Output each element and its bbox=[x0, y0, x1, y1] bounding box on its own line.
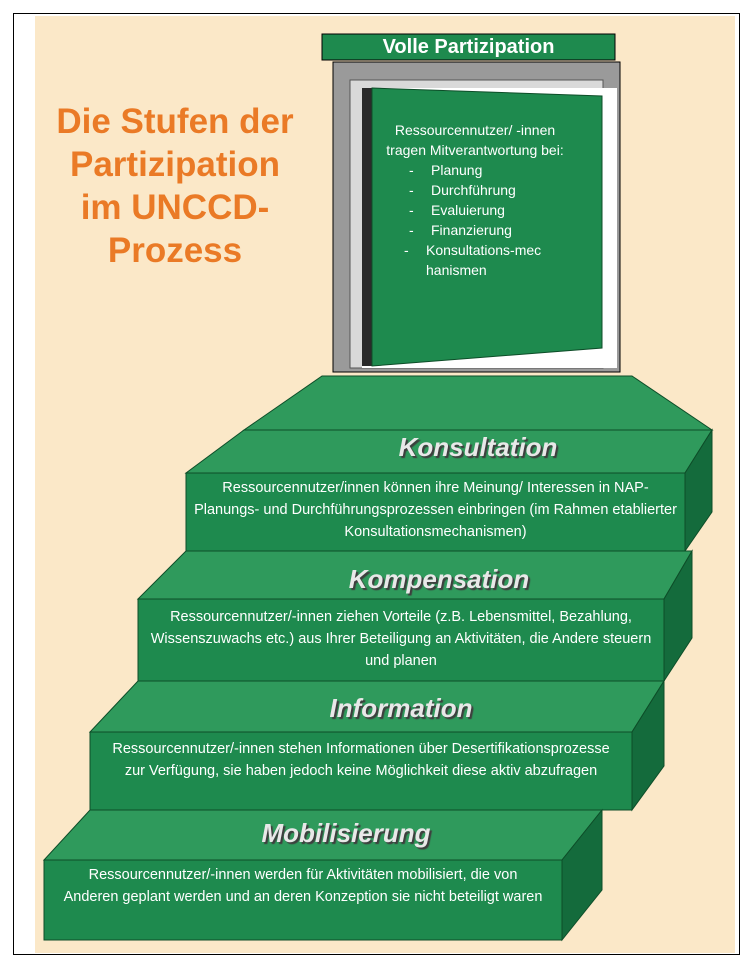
landing-platform bbox=[242, 375, 714, 431]
door-list-item: -Konsultations-mechanismen bbox=[404, 242, 542, 278]
step-mobilisierung-front bbox=[43, 859, 563, 941]
door-list-item: -Planung bbox=[409, 162, 483, 178]
step-text-kompensation: Ressourcennutzer/-innen ziehen Vorteile … bbox=[150, 609, 652, 669]
page-title: Die Stufen der Partizipation im UNCCD-Pr… bbox=[56, 102, 294, 270]
door-leaf bbox=[371, 87, 603, 367]
door-list-item: -Evaluierung bbox=[409, 202, 505, 218]
step-text-mobilisierung: Ressourcennutzer/-innen werden für Aktiv… bbox=[63, 867, 543, 905]
step-text-konsultation: Ressourcennutzer/innen können ihre Meinu… bbox=[194, 480, 677, 540]
door-intro: Ressourcennutzer/ -innen tragen Mitveran… bbox=[386, 122, 564, 158]
step-title-kompensation: Kompensation bbox=[348, 564, 530, 594]
step-mobilisierung-side bbox=[561, 808, 603, 942]
door-hinge-gap bbox=[362, 88, 372, 366]
door-list-item: -Durchführung bbox=[409, 182, 516, 198]
step-title-mobilisierung: Mobilisierung bbox=[261, 818, 431, 848]
step-information-side bbox=[631, 679, 665, 812]
step-information-front bbox=[89, 731, 633, 811]
door-title-bar bbox=[321, 33, 616, 61]
step-text-information: Ressourcennutzer/-innen stehen Informati… bbox=[112, 741, 610, 779]
door-text: Ressourcennutzer/ -innen tragen Mitveran… bbox=[375, 120, 575, 280]
door-list: -Planung -Durchführung -Evaluierung -Fin… bbox=[375, 160, 575, 280]
step-title-information: Information bbox=[329, 693, 473, 723]
door-title: Volle Partizipation bbox=[382, 36, 555, 58]
step-konsultation-front bbox=[185, 472, 686, 552]
step-title-konsultation: Konsultation bbox=[398, 432, 558, 462]
step-kompensation-front bbox=[137, 598, 665, 682]
door-list-item: -Finanzierung bbox=[409, 222, 512, 238]
